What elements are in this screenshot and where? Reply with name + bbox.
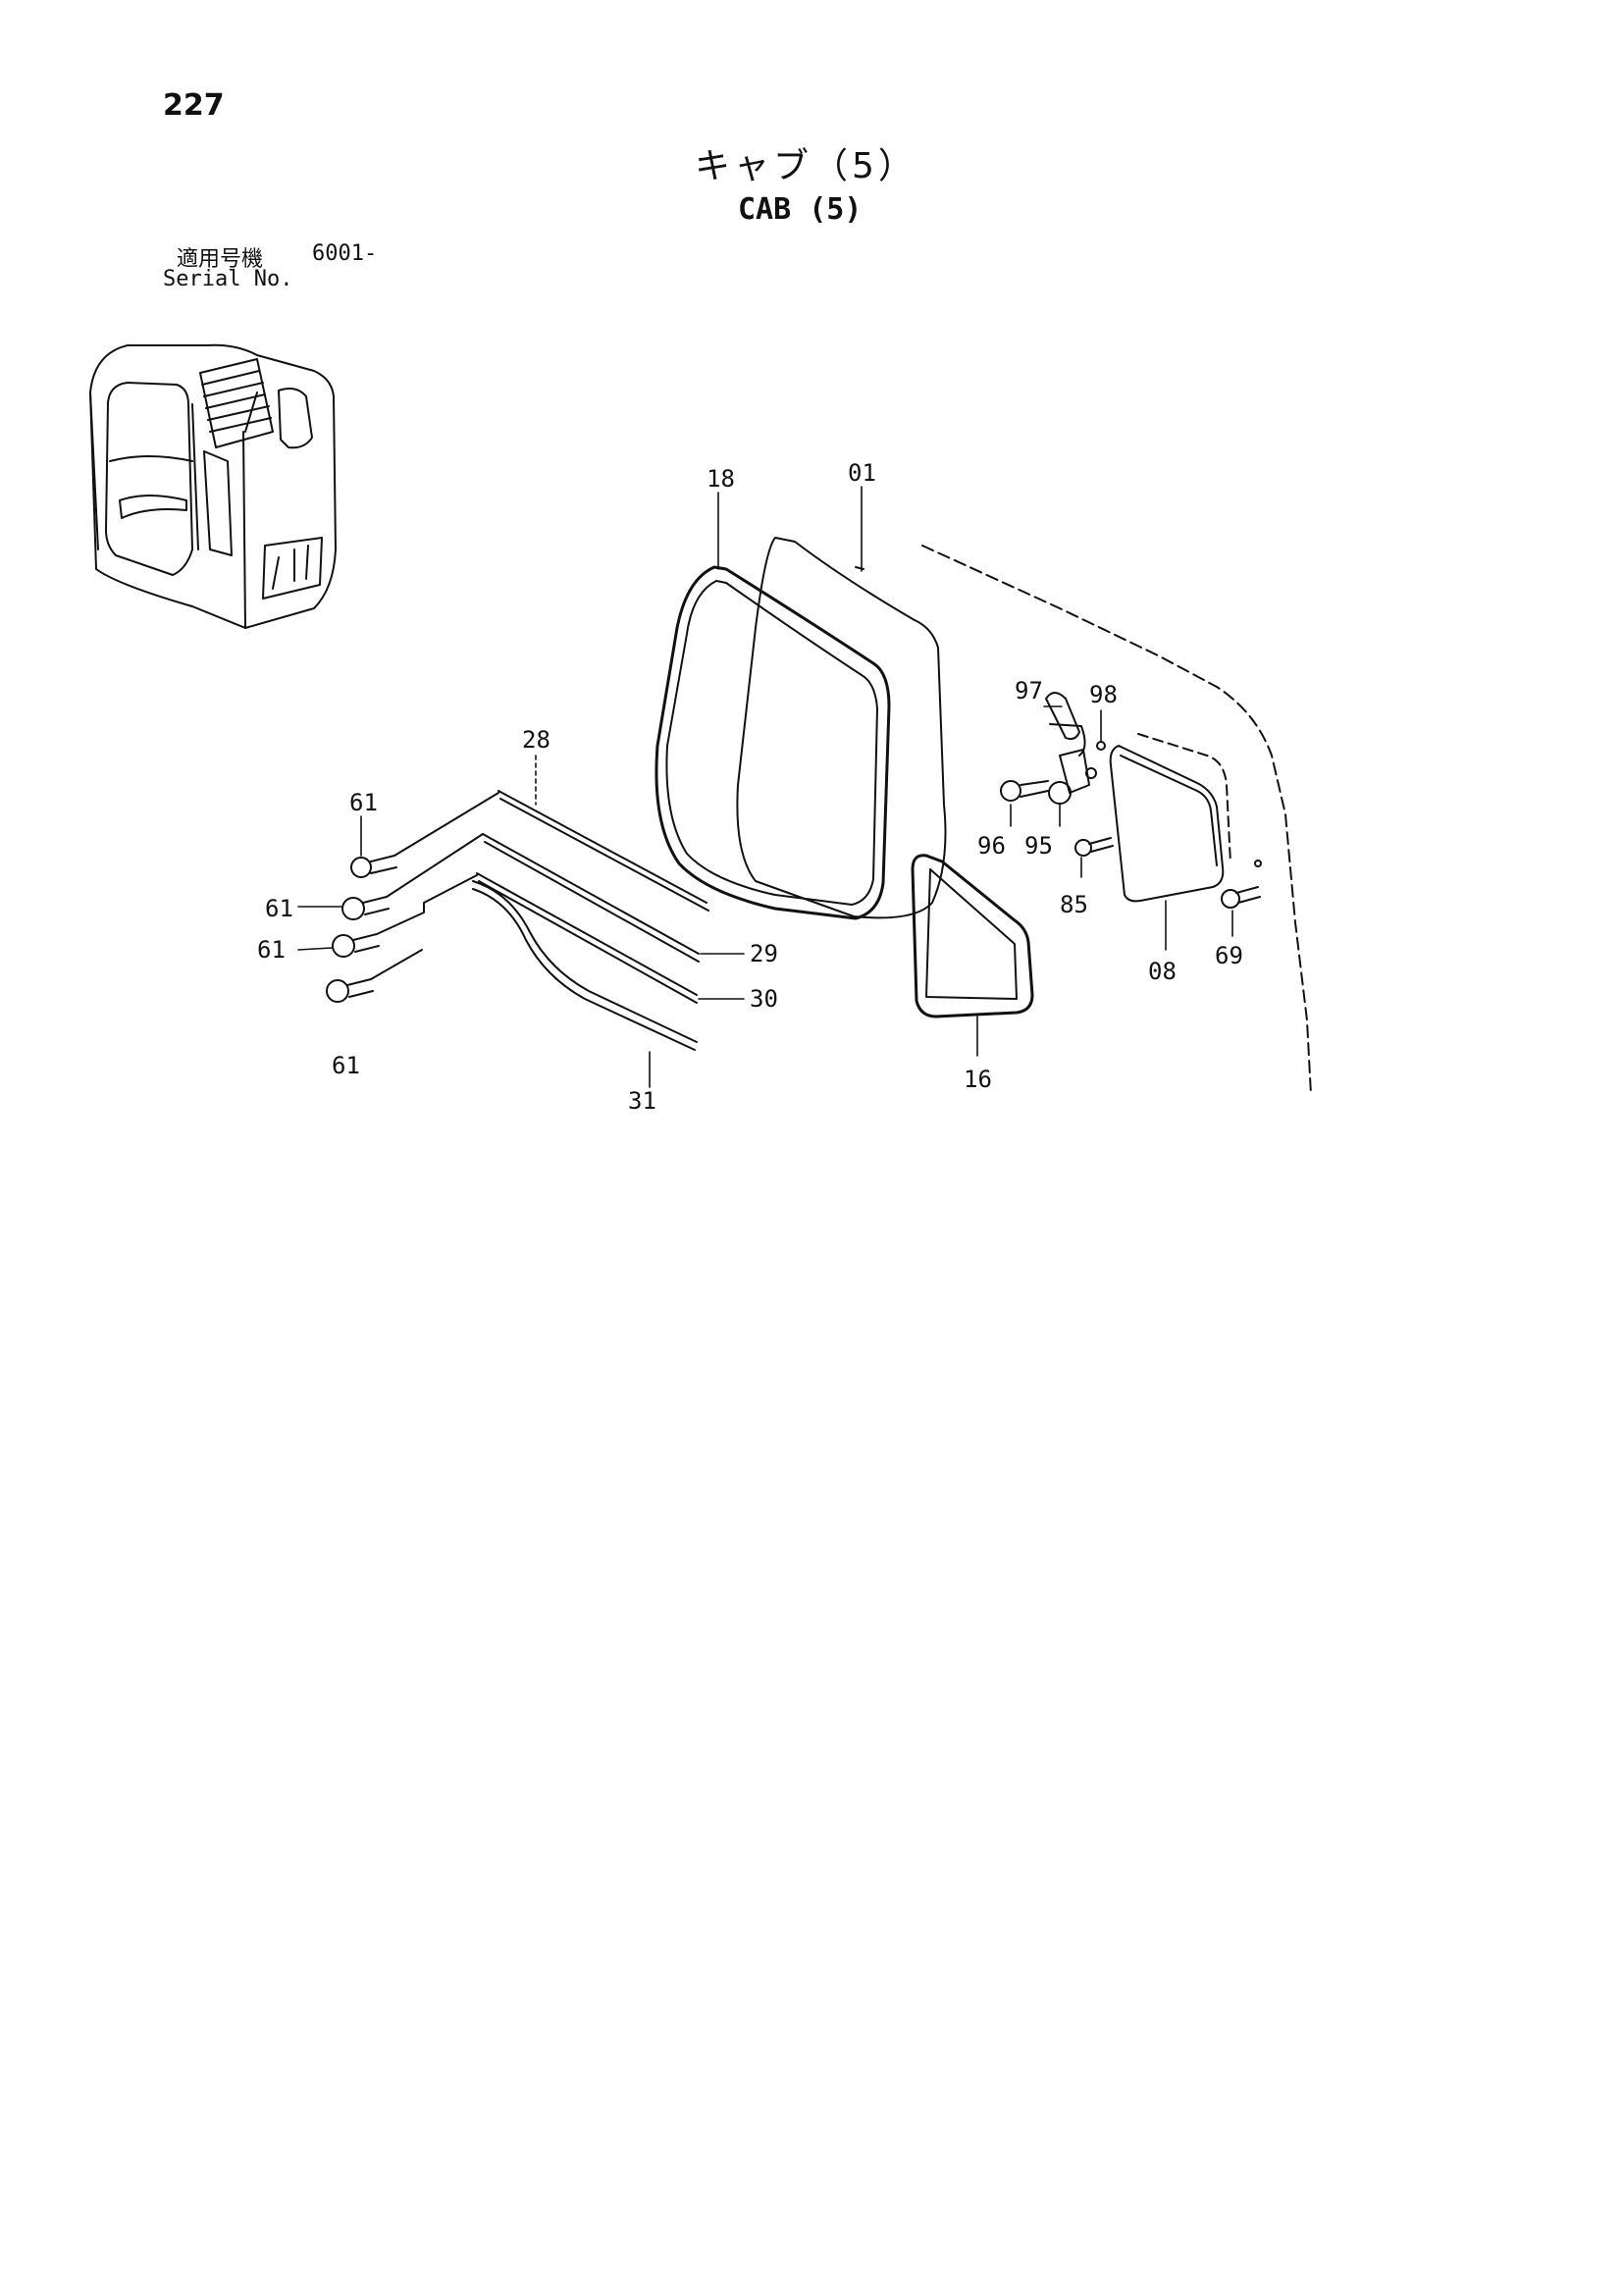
part-label-61-c: 61 — [257, 936, 286, 964]
latch-hardware — [1000, 692, 1262, 909]
bolts-61 — [326, 792, 499, 1003]
cab-overview-illustration — [89, 343, 337, 629]
serial-number-value: 6001- — [312, 241, 378, 266]
part-label-01: 01 — [848, 459, 876, 487]
cab-outline — [921, 545, 1312, 1096]
part-label-08: 08 — [1148, 958, 1177, 985]
page-title-jp: キャブ（5） — [695, 146, 917, 186]
serial-label-en: Serial No. — [163, 267, 293, 291]
serial-label-jp: 適用号機 — [177, 247, 264, 272]
part-label-61-a: 61 — [349, 789, 378, 816]
part-label-96: 96 — [977, 832, 1006, 860]
part-label-18: 18 — [707, 465, 735, 493]
part-label-97: 97 — [1015, 677, 1043, 704]
page-number: 227 — [163, 88, 225, 123]
part-label-28: 28 — [522, 726, 550, 754]
part-label-30: 30 — [750, 985, 778, 1013]
part-label-31: 31 — [628, 1087, 656, 1115]
page-title-en: CAB (5) — [738, 192, 863, 227]
part-label-98: 98 — [1089, 681, 1118, 708]
side-glass-08 — [1109, 745, 1225, 903]
leader-lines — [297, 486, 1233, 1088]
part-label-61-b: 61 — [265, 895, 293, 922]
rods — [472, 790, 709, 1051]
part-label-61-d: 61 — [332, 1052, 360, 1079]
part-label-69: 69 — [1215, 942, 1243, 969]
part-label-16: 16 — [964, 1066, 992, 1093]
part-label-85: 85 — [1060, 891, 1088, 918]
glass-frame-16 — [911, 854, 1034, 1018]
part-label-95: 95 — [1024, 832, 1053, 860]
part-label-29: 29 — [750, 940, 778, 967]
weatherstrip-18 — [654, 565, 891, 920]
